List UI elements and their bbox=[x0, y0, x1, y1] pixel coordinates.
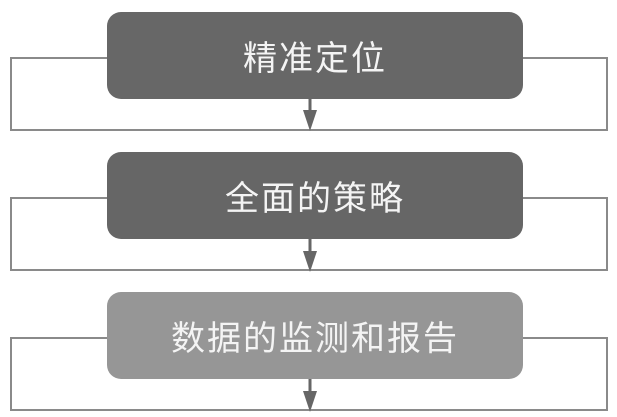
arrow-down-icon bbox=[303, 379, 317, 412]
arrow-down-icon bbox=[303, 98, 317, 131]
step-3-label: 数据的监测和报告 bbox=[171, 319, 459, 359]
arrow-down-icon bbox=[303, 239, 317, 272]
step-1-box: 精准定位 bbox=[107, 12, 523, 99]
step-1-label: 精准定位 bbox=[243, 39, 387, 79]
step-2-box: 全面的策略 bbox=[107, 152, 523, 239]
step-3-box: 数据的监测和报告 bbox=[107, 292, 523, 379]
step-2-label: 全面的策略 bbox=[225, 179, 405, 219]
